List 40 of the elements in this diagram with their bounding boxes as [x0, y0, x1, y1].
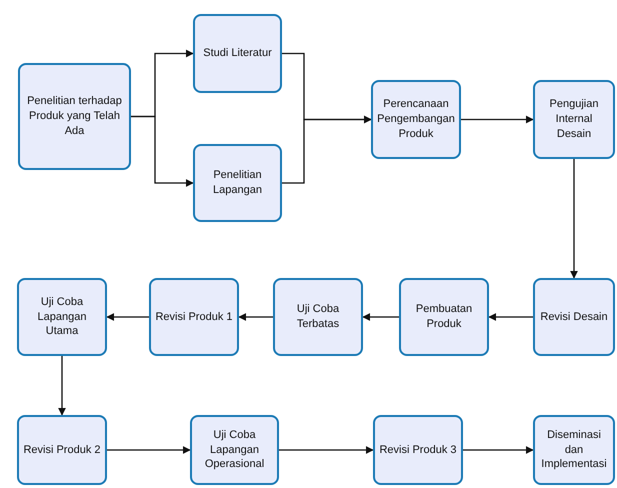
box-label: Revisi Produk 3	[379, 442, 457, 458]
process-box	[533, 80, 615, 159]
box-label: Pengujian Internal Desain	[548, 97, 600, 142]
arrow	[461, 116, 534, 124]
box-label: Uji Coba Lapangan Operasional	[204, 428, 266, 472]
arrow	[106, 313, 149, 321]
arrow	[131, 116, 194, 187]
process-box	[399, 278, 489, 356]
box-label: Penelitian Lapangan	[212, 168, 263, 198]
process-box	[373, 415, 463, 485]
box-label: Revisi Produk 1	[155, 310, 233, 324]
process-box	[17, 415, 107, 485]
arrow	[238, 313, 273, 321]
arrow	[362, 313, 399, 321]
box-label: Penelitian terhadap Produk yang Telah Ada	[26, 94, 123, 139]
arrow	[463, 446, 534, 454]
arrow	[58, 356, 66, 416]
process-box	[149, 278, 239, 356]
box-label: Uji Coba Terbatas	[296, 302, 340, 332]
process-box	[533, 415, 615, 485]
box-label: Perencanaan Pengembangan Produk	[377, 97, 455, 142]
box-label: Revisi Desain	[540, 310, 608, 324]
arrow	[282, 116, 372, 184]
box-label: Diseminasi dan Implementasi	[540, 428, 608, 472]
box-label: Uji Coba Lapangan Utama	[36, 294, 88, 340]
process-box	[190, 415, 279, 485]
arrow	[279, 446, 374, 454]
box-label: Studi Literatur	[203, 46, 272, 61]
process-box	[17, 278, 107, 356]
box-label: Pembuatan Produk	[414, 302, 474, 332]
arrow	[570, 159, 578, 279]
process-box	[193, 14, 282, 93]
box-label: Revisi Produk 2	[23, 442, 101, 458]
arrow	[107, 446, 191, 454]
process-box	[193, 144, 282, 222]
process-box	[371, 80, 461, 159]
process-box	[18, 63, 131, 170]
process-box	[273, 278, 363, 356]
arrow	[488, 313, 533, 321]
process-box	[533, 278, 615, 356]
